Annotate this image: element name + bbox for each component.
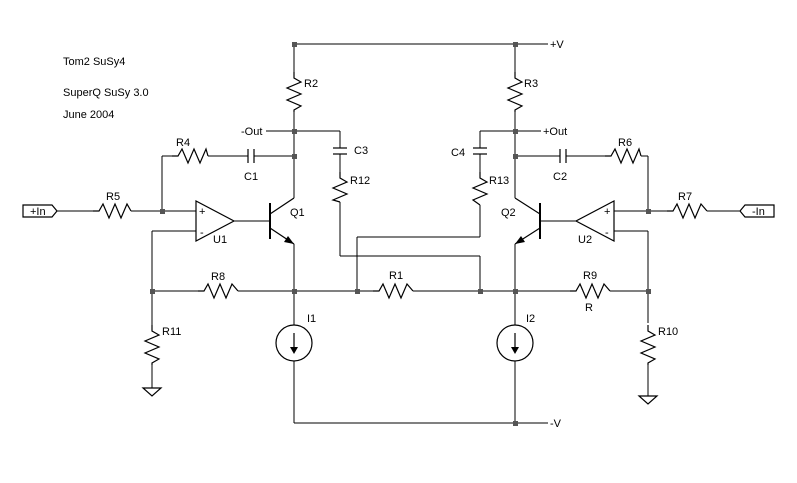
capacitor-c4: C4 [451,147,487,159]
r7-label: R7 [678,191,692,203]
i2-label: I2 [526,313,535,325]
q1-label: Q1 [290,207,305,219]
r4-label: R4 [176,137,190,149]
opamp-u2: + - U2 [574,200,615,246]
in-neg-label: -In [752,206,765,218]
r3-label: R3 [524,78,538,90]
ground-left-icon [141,387,163,397]
u2-minus-sign: - [605,227,609,239]
resistor-r7: R7 [667,191,708,220]
resistor-r11: R11 [143,325,181,365]
port-in-pos: +In [22,204,58,218]
header-line1: Tom2 SuSy4 [63,56,125,68]
resistor-r12: R12 [331,172,370,203]
c1-label: C1 [244,171,258,183]
resistor-r3: R3 [506,72,538,112]
capacitor-c2: C2 [553,149,567,183]
resistor-r4: R4 [172,137,209,165]
r13-label: R13 [489,175,509,187]
ground-right-icon [637,395,659,405]
header-line3: June 2004 [63,109,114,121]
resistor-r1: R1 [373,270,414,300]
out-pos-label: +Out [543,126,567,138]
c3-label: C3 [354,145,368,157]
transistor-q2: Q2 [501,197,541,245]
junctions [150,42,651,426]
i1-label: I1 [307,313,316,325]
in-pos-label: +In [30,206,46,218]
r6-label: R6 [618,137,632,149]
header-line2: SuperQ SuSy 3.0 [63,87,149,99]
r12-label: R12 [350,175,370,187]
c2-label: C2 [553,171,567,183]
r9-value-label: R [585,302,593,314]
r9-label: R9 [583,270,597,282]
resistor-r10: R10 [639,325,678,365]
resistor-r13: R13 [471,172,509,206]
resistor-r5: R5 [93,191,132,220]
r8-label: R8 [211,271,225,283]
current-source-i1: I1 [275,313,316,362]
transistor-q1: Q1 [269,197,305,245]
c4-label: C4 [451,147,465,159]
u2-plus-sign: + [604,206,610,218]
r2-label: R2 [304,78,318,90]
vminus-label: -V [550,418,562,430]
capacitor-c3: C3 [333,145,368,157]
r1-label: R1 [389,270,403,282]
vplus-label: +V [550,39,564,51]
wires [57,43,740,424]
resistor-r9: R9 R [570,270,611,314]
r11-label: R11 [162,326,181,338]
current-source-i2: I2 [496,313,535,362]
capacitor-c1: C1 [244,149,258,183]
u2-label: U2 [578,234,592,246]
u1-minus-sign: - [200,227,204,239]
resistor-r8: R8 [198,271,239,300]
u1-plus-sign: + [199,206,205,218]
resistor-r2: R2 [285,72,318,112]
out-neg-label: -Out [241,126,262,138]
u1-label: U1 [213,234,227,246]
opamp-u1: + - U1 [195,200,236,246]
resistor-r6: R6 [605,137,642,165]
r10-label: R10 [658,326,678,338]
q2-label: Q2 [501,207,516,219]
r5-label: R5 [106,191,120,203]
port-in-neg: -In [739,204,775,218]
